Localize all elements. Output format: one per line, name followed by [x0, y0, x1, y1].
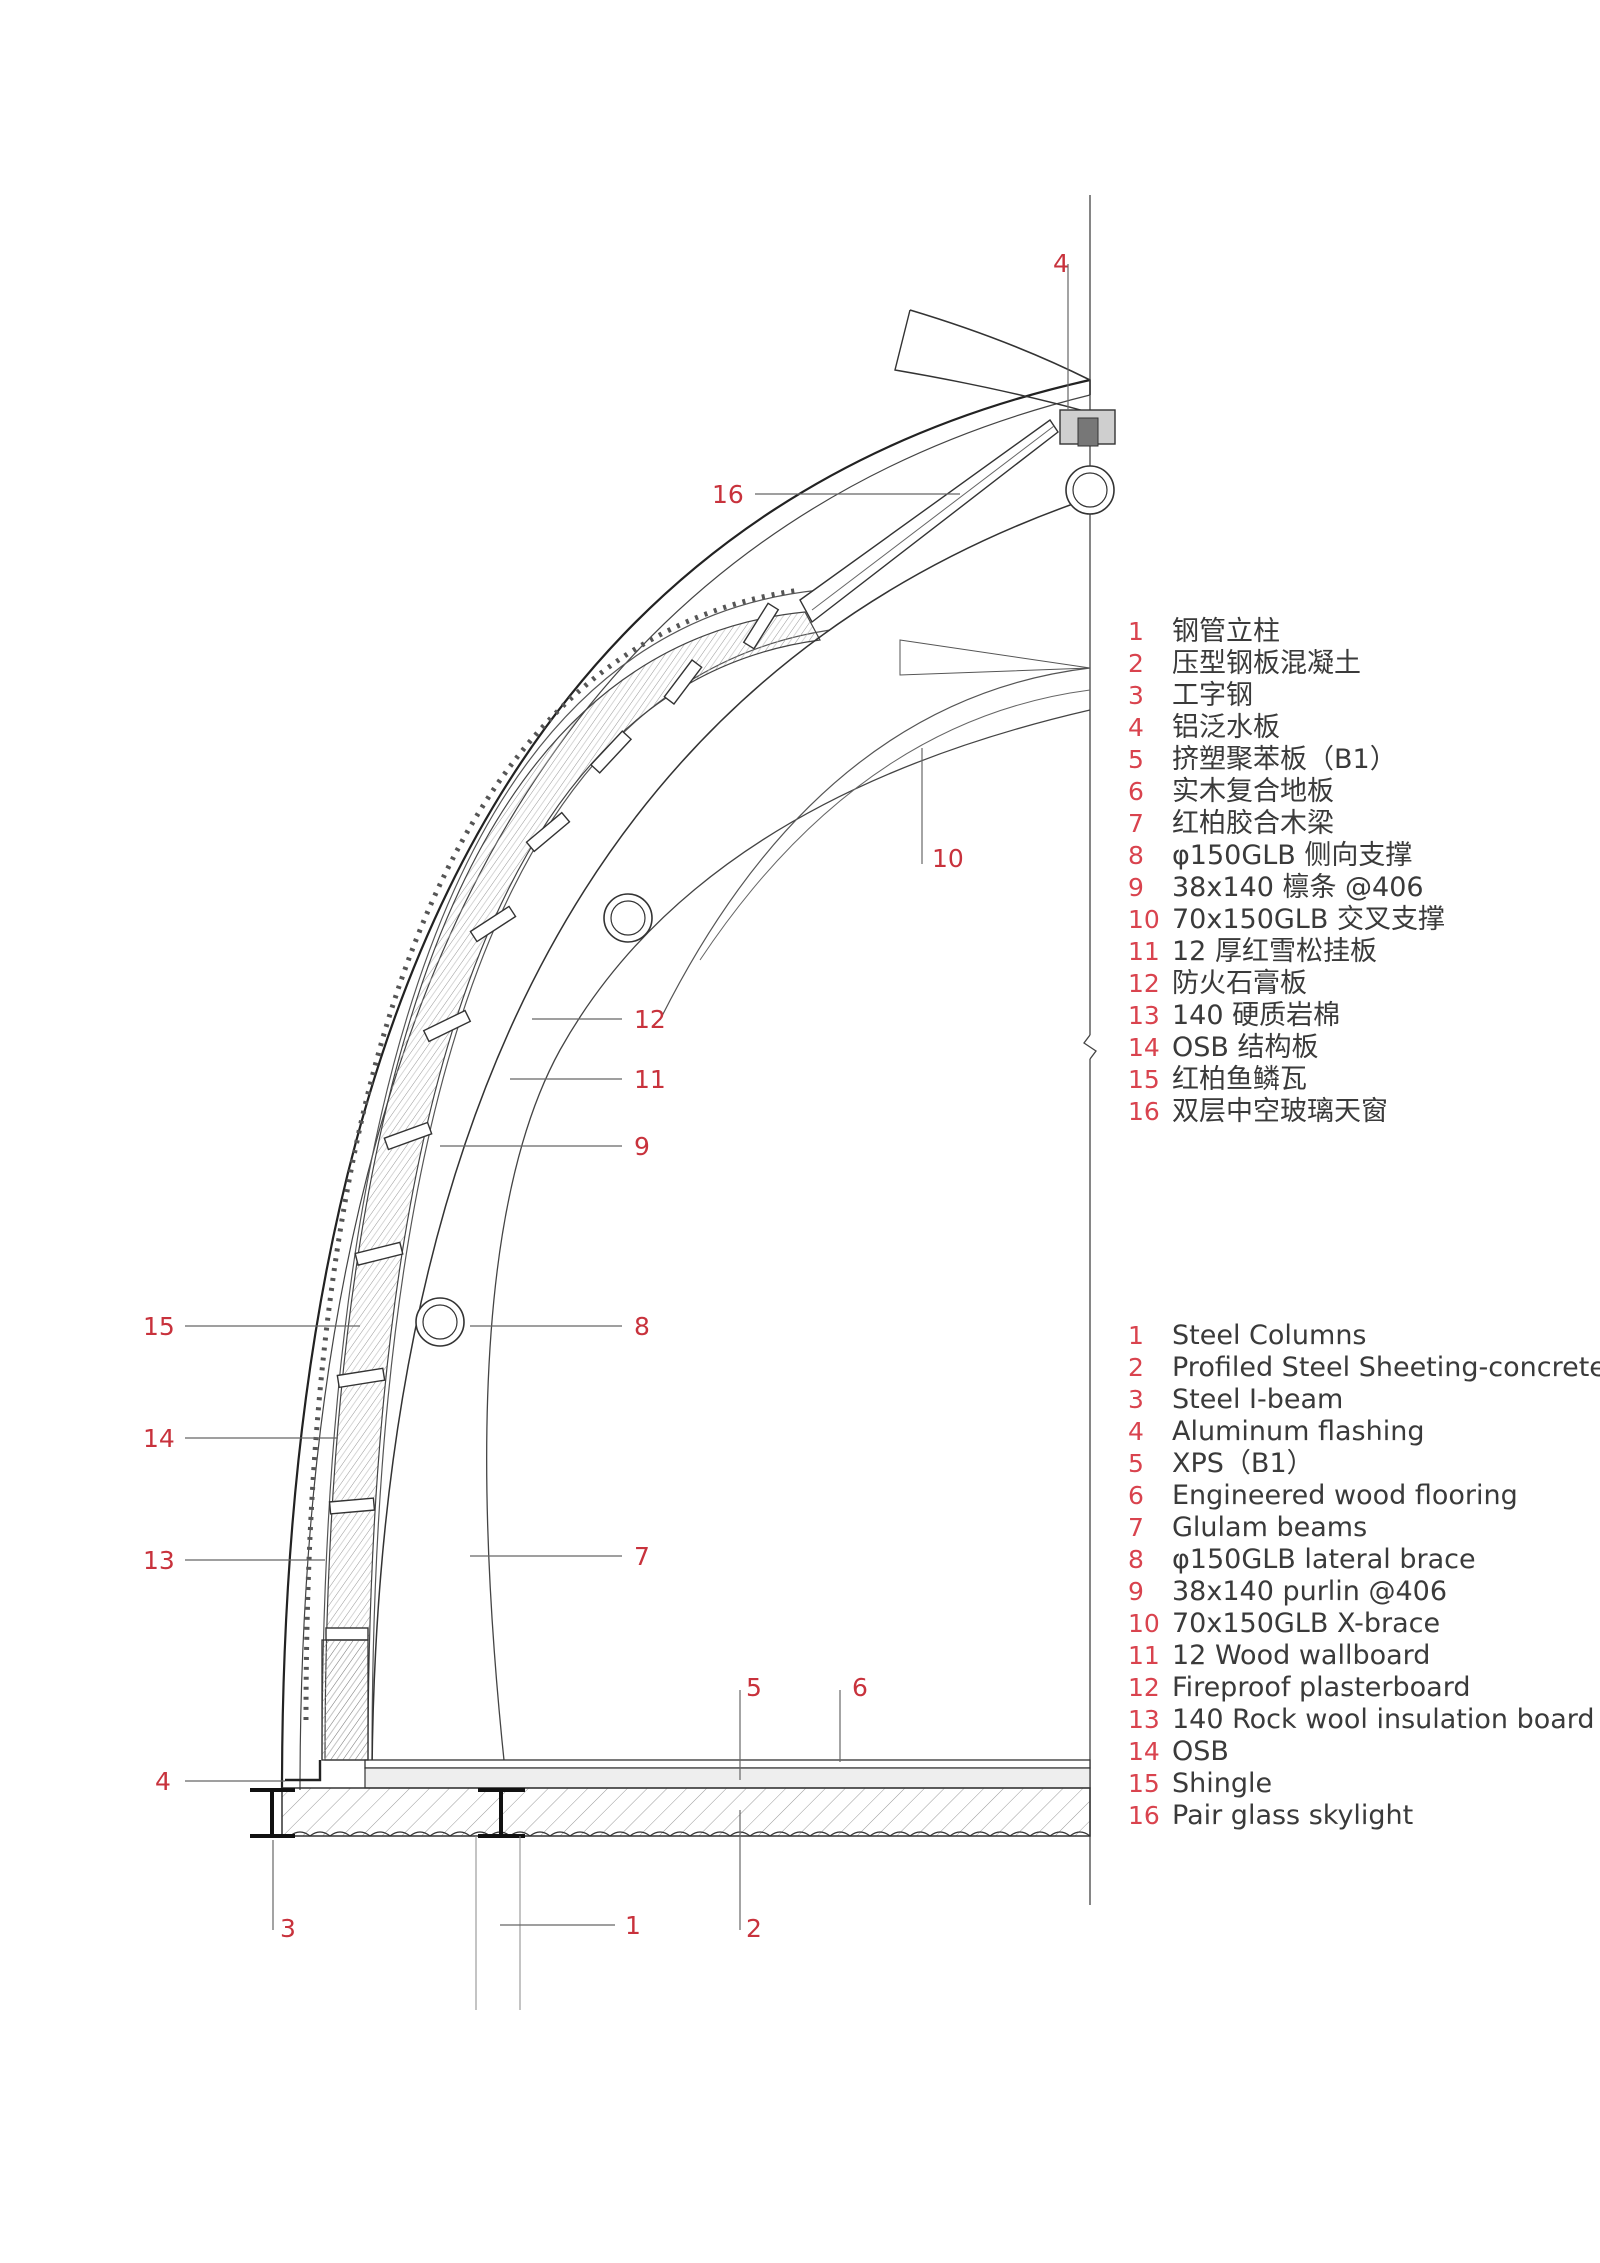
callout-10: 10 — [932, 844, 964, 873]
legend-en-item-number: 16 — [1128, 1801, 1160, 1830]
legend-en-item-text: XPS（B1） — [1172, 1448, 1314, 1479]
legend-en-item-number: 13 — [1128, 1705, 1160, 1734]
legend-en-item-text: 70x150GLB X-brace — [1172, 1608, 1440, 1639]
insulation-band — [324, 611, 821, 1761]
legend-cn-item-number: 5 — [1128, 745, 1144, 774]
callout-2: 2 — [746, 1914, 762, 1943]
legend-en-item-number: 6 — [1128, 1481, 1144, 1510]
callout-11: 11 — [634, 1065, 666, 1094]
legend-en-item-number: 7 — [1128, 1513, 1144, 1542]
legend-cn-item-text: 实木复合地板 — [1172, 776, 1334, 807]
legend-en-item-number: 3 — [1128, 1385, 1144, 1414]
legend-cn-item-text: 工字钢 — [1172, 680, 1253, 711]
callout-7: 7 — [634, 1542, 650, 1571]
callout-14: 14 — [143, 1424, 175, 1453]
legend-cn-item-text: 70x150GLB 交叉支撑 — [1172, 904, 1445, 935]
legend-cn-item-text: 红柏胶合木梁 — [1172, 808, 1334, 839]
legend-cn-item-number: 2 — [1128, 649, 1144, 678]
callout-4-top: 4 — [1053, 249, 1069, 278]
legend-en-item-text: Steel Columns — [1172, 1320, 1367, 1351]
callouts: 4 16 10 12 11 9 15 8 14 13 7 5 6 4 3 1 2 — [143, 249, 1069, 1943]
legend-en-item-text: Aluminum flashing — [1172, 1416, 1424, 1447]
legend-cn-item-number: 16 — [1128, 1097, 1160, 1126]
legend-cn-item-text: 38x140 檩条 @406 — [1172, 872, 1424, 903]
callout-3: 3 — [280, 1914, 296, 1943]
legend-cn-item-number: 1 — [1128, 617, 1144, 646]
skylight — [799, 309, 1116, 624]
legend-cn-item-text: 压型钢板混凝土 — [1172, 648, 1361, 679]
callout-8: 8 — [634, 1312, 650, 1341]
legend-en-item-number: 15 — [1128, 1769, 1160, 1798]
legend-en-item-number: 5 — [1128, 1449, 1144, 1478]
legend-cn-item-text: OSB 结构板 — [1172, 1032, 1319, 1063]
legend-en-item-number: 1 — [1128, 1321, 1144, 1350]
legend-cn-item-number: 9 — [1128, 873, 1144, 902]
legend-en-item-text: Steel I-beam — [1172, 1384, 1343, 1415]
legend-en-item-text: Engineered wood flooring — [1172, 1480, 1518, 1511]
legend-cn-item-number: 7 — [1128, 809, 1144, 838]
legend-cn-item-text: 12 厚红雪松挂板 — [1172, 936, 1377, 967]
legend-cn-item-number: 13 — [1128, 1001, 1160, 1030]
legend-chinese: 1 钢管立柱 2 压型钢板混凝土 3 工字钢 4 铝泛水板 5 挤塑聚苯板（B1） 6 实木复合地板 7… — [1128, 616, 1445, 1127]
legend-en-item-text: Fireproof plasterboard — [1172, 1672, 1470, 1703]
callout-13: 13 — [143, 1546, 175, 1575]
purlins — [325, 602, 780, 1641]
leader-lines — [185, 264, 1069, 1930]
legend-en-item-text: Pair glass skylight — [1172, 1800, 1413, 1831]
legend-en-item-number: 14 — [1128, 1737, 1160, 1766]
legend-en-item-text: Profiled Steel Sheeting-concrete — [1172, 1352, 1600, 1383]
legend-en-item-text: 38x140 purlin @406 — [1172, 1576, 1447, 1607]
legend-cn-item-number: 14 — [1128, 1033, 1160, 1062]
callout-15: 15 — [143, 1312, 175, 1341]
floor-slab — [281, 1639, 1091, 1837]
legend-cn-item-number: 15 — [1128, 1065, 1160, 1094]
callout-16: 16 — [712, 480, 744, 509]
glulam-beam — [371, 497, 1091, 1771]
legend-en-item-text: OSB — [1172, 1736, 1229, 1767]
legend-cn-item-number: 4 — [1128, 713, 1144, 742]
legend-cn-item-number: 8 — [1128, 841, 1144, 870]
legend-cn-item-number: 3 — [1128, 681, 1144, 710]
legend-en-item-number: 9 — [1128, 1577, 1144, 1606]
legend-cn-item-text: 双层中空玻璃天窗 — [1172, 1096, 1388, 1127]
legend-cn-item-text: 防火石膏板 — [1172, 968, 1307, 999]
legend-cn-item-text: 铝泛水板 — [1172, 712, 1280, 743]
legend-cn-item-text: 红柏鱼鳞瓦 — [1172, 1064, 1307, 1095]
legend-cn-item-number: 11 — [1128, 937, 1160, 966]
steel-column-lines — [475, 1836, 521, 2010]
legend-cn-item-text: φ150GLB 侧向支撑 — [1172, 840, 1412, 871]
legend-en-item-text: Glulam beams — [1172, 1512, 1367, 1543]
legend-cn-item-text: 钢管立柱 — [1172, 616, 1280, 647]
callout-12: 12 — [634, 1005, 666, 1034]
legend-cn-item-number: 10 — [1128, 905, 1160, 934]
legend-en-item-text: 140 Rock wool insulation board — [1172, 1704, 1595, 1735]
legend-en-item-number: 12 — [1128, 1673, 1160, 1702]
legend-cn-item-number: 6 — [1128, 777, 1144, 806]
legend-en-item-number: 11 — [1128, 1641, 1160, 1670]
legend-en-item-number: 2 — [1128, 1353, 1144, 1382]
legend-en-item-text: 12 Wood wallboard — [1172, 1640, 1430, 1671]
callout-5: 5 — [746, 1673, 762, 1702]
legend-cn-item-text: 140 硬质岩棉 — [1172, 1000, 1340, 1031]
legend-en-item-text: φ150GLB lateral brace — [1172, 1544, 1476, 1575]
legend-english: 1 Steel Columns 2 Profiled Steel Sheeting-c… — [1128, 1320, 1600, 1831]
lateral-brace-circles — [415, 465, 1115, 1347]
legend-en-item-number: 8 — [1128, 1545, 1144, 1574]
steel-i-beams — [250, 1788, 525, 1838]
callout-6: 6 — [852, 1673, 868, 1702]
callout-9: 9 — [634, 1132, 650, 1161]
legend-en-item-number: 10 — [1128, 1609, 1160, 1638]
legend-en-item-number: 4 — [1128, 1417, 1144, 1446]
legend-en-item-text: Shingle — [1172, 1768, 1272, 1799]
legend-cn-item-number: 12 — [1128, 969, 1160, 998]
legend-cn-item-text: 挤塑聚苯板（B1） — [1172, 744, 1397, 775]
center-axis-line — [1083, 195, 1097, 1905]
callout-1: 1 — [625, 1911, 641, 1940]
callout-4-bottom: 4 — [155, 1767, 171, 1796]
